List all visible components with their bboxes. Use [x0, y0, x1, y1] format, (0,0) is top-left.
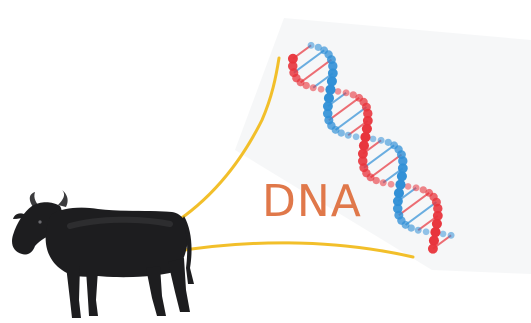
blue-strand-bead — [325, 85, 335, 95]
blue-strand-bead — [423, 228, 430, 235]
red-strand-bead — [430, 227, 440, 237]
red-strand-bead — [413, 184, 420, 191]
red-strand-bead — [380, 179, 387, 186]
blue-strand-bead — [448, 232, 455, 239]
blue-strand-bead — [378, 137, 385, 144]
dna-image-panel — [235, 18, 531, 274]
red-strand-bead — [360, 132, 370, 142]
red-strand-bead — [288, 54, 298, 64]
red-strand-bead — [405, 183, 412, 190]
blue-strand-bead — [345, 132, 352, 139]
red-strand-bead — [318, 86, 325, 93]
red-strand-bead — [429, 236, 439, 246]
blue-strand-bead — [308, 42, 315, 49]
blue-strand-bead — [353, 133, 360, 140]
bull-icon — [12, 190, 194, 318]
red-strand-bead — [343, 89, 350, 96]
blue-strand-bead — [324, 93, 334, 103]
red-strand-bead — [310, 84, 317, 91]
blue-strand-bead — [394, 188, 404, 198]
dna-label: DNA — [262, 176, 362, 227]
red-strand-bead — [388, 181, 395, 188]
blue-strand-bead — [440, 231, 447, 238]
lower-connector-line — [172, 243, 413, 257]
blue-strand-bead — [395, 180, 405, 190]
red-strand-bead — [359, 141, 369, 151]
blue-strand-bead — [370, 136, 377, 143]
blue-strand-bead — [415, 227, 422, 234]
red-strand-bead — [335, 88, 342, 95]
